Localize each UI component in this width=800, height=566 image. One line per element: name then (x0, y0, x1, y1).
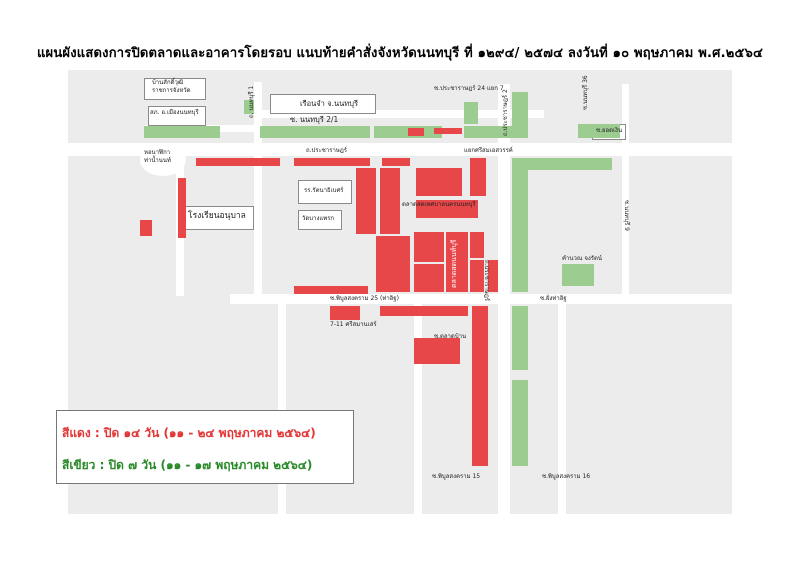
label-soi-nonthaburi: ซ. นนทบุรี 2/1 (290, 115, 339, 124)
label-market-name: ตลาดสดเทศบาลนครนนทบุรี (402, 201, 476, 208)
red-zone (178, 178, 186, 238)
label-seven-eleven: 7-11 ศรีสมานเสร์ (330, 321, 377, 328)
red-zone (416, 168, 462, 196)
red-zone (414, 338, 460, 364)
label-police: สภ. อ.เมืองนนทบุรี (150, 109, 199, 116)
green-zone (512, 306, 528, 370)
green-zone (512, 380, 528, 466)
label-pracharat-24: ซ.ประชาราษฎร์ 24 แยก 7 (434, 85, 504, 92)
label-soi-mak: ซ.ฝั่งท่าอิฐ (540, 295, 567, 302)
label-pracharat-road: ถ.ประชาราษฎร์ (306, 147, 348, 154)
school-rattana-box (298, 180, 352, 204)
red-zone (408, 128, 424, 136)
label-nonthaburi1: ถ. นนทบุรี 1 (248, 85, 255, 118)
label-prison: เรือนจำ จ.นนทบุรี (300, 99, 358, 108)
prison-box (270, 94, 376, 114)
red-zone (414, 264, 444, 292)
label-soi-25: ซ.พิบูลสงคราม 25 (ท่าอิฐ) (330, 295, 399, 302)
road-bottom-left-v (278, 304, 286, 514)
label-ban-sak: บ้านสักดิ์วุฒิ (152, 79, 184, 86)
wat-box (298, 210, 342, 230)
clock-tower-circle (140, 144, 186, 176)
label-tha-nam: ท่าน้ำนนท์ (144, 157, 171, 164)
kindergarten-box (184, 206, 254, 230)
green-zone (512, 170, 528, 292)
legend-green-text: สีเขียว : ปิด ๗ วัน (๑๑ - ๑๗ พฤษภาคม ๒๕๖… (62, 458, 313, 472)
green-zone (562, 264, 594, 286)
red-zone (380, 168, 400, 234)
red-zone (416, 200, 478, 218)
green-zone (464, 102, 478, 124)
road-right-v (622, 84, 629, 144)
road-right-v2 (622, 156, 629, 296)
label-pracharat-v2: ถ.ประชาราษฎร์ (483, 260, 490, 302)
label-soi-bottom1: ซ.พิบูลสงคราม 15 (432, 473, 481, 480)
red-zone (470, 260, 484, 292)
red-zone (382, 158, 410, 166)
label-wat: วัดบางแพรก (302, 215, 335, 222)
label-school-rattana: รร.รัตนาธิเบศร์ (304, 187, 344, 194)
red-zone (330, 306, 360, 320)
road-soi-bottom (414, 304, 422, 514)
label-soi-right: ซ.ยอดเงิน (596, 127, 623, 134)
red-zone (294, 286, 368, 294)
green-zone (512, 92, 528, 138)
red-zone (488, 260, 498, 292)
label-soi-bottom2: ซ.พิบูลสงคราม 16 (542, 473, 591, 480)
label-yaek: แยกศรีสมเอสวรรค์ (464, 147, 513, 154)
red-zone (140, 220, 152, 236)
green-zone (244, 100, 254, 114)
red-zone (414, 232, 444, 262)
label-soi-market: ซ.ตลาดบ้าน (434, 333, 467, 340)
label-market-vertical: ตลาดสดนนท์บุรี (450, 239, 458, 288)
red-zone (446, 232, 468, 292)
map-title: แผนผังแสดงการปิดตลาดและอาคารโดยรอบ แนบท้… (36, 46, 764, 61)
red-zone (380, 306, 468, 316)
green-zone (144, 126, 220, 138)
road-upper-soi (254, 110, 544, 118)
label-clock-tower: หอนาฬิกา (144, 149, 171, 156)
road-prachrat-main (68, 143, 732, 156)
label-soi-36: ซ.นนทบุรี 36 (582, 75, 589, 110)
green-zone (464, 126, 514, 138)
road-soi25 (230, 294, 732, 304)
road-right-bottom-v (558, 304, 566, 514)
police-box (148, 106, 206, 126)
red-zone (472, 380, 488, 466)
red-zone (356, 168, 376, 234)
road-nonthaburi1 (254, 82, 262, 302)
label-kham-rong: คำนวณ จงรัตน์ (562, 255, 602, 262)
green-zone (578, 124, 620, 138)
label-kindergarten: โรงเรียนอนุบาล (188, 211, 246, 221)
road-pracharat-v (498, 84, 510, 514)
label-soi-right-v: ซ.นนทบุรี 9 (623, 200, 630, 231)
green-zone (260, 126, 370, 138)
red-zone (196, 158, 280, 166)
red-zone (434, 128, 462, 134)
legend-red-text: สีแดง : ปิด ๑๔ วัน (๑๑ - ๒๔ พฤษภาคม ๒๕๖๔… (62, 426, 316, 440)
red-zone (470, 232, 484, 258)
legend-box: สีแดง : ปิด ๑๔ วัน (๑๑ - ๒๔ พฤษภาคม ๒๕๖๔… (56, 410, 354, 484)
ban-sak-box (144, 78, 206, 100)
green-zone (512, 158, 612, 170)
red-zone (294, 158, 370, 166)
red-zone (470, 158, 486, 196)
label-ratchakarn: ราชการจังหวัด (152, 87, 191, 94)
label-pracharat-v: ถ.ประชาราษฎร์ 2 (502, 89, 509, 136)
red-zone (376, 236, 410, 292)
